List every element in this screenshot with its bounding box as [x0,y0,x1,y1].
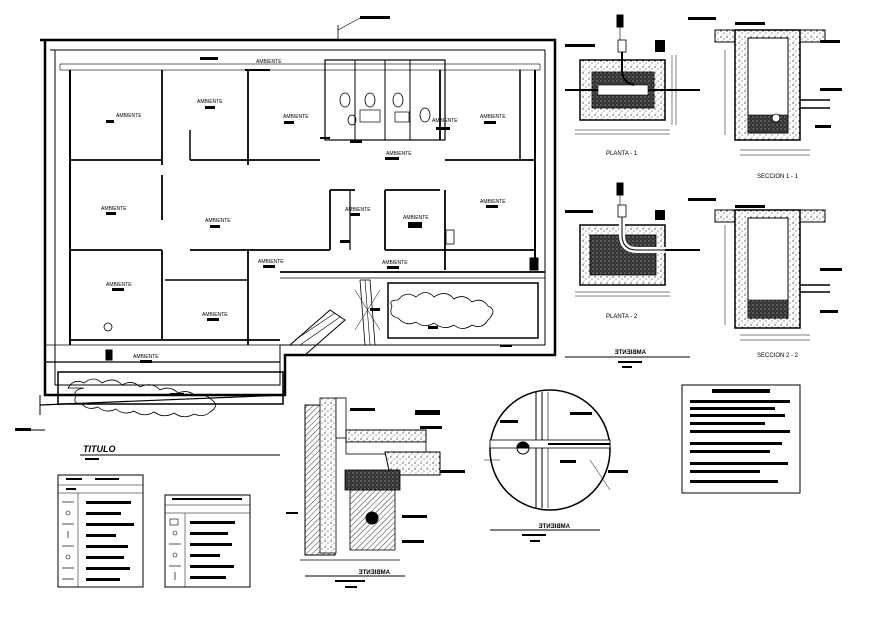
planta-1-caption: PLANTA - 1 [606,151,638,157]
room-label: AMBIENTE [133,354,159,360]
seccion-2-detail [688,198,842,341]
room-label: AMBIENTE [403,215,429,221]
planta-2-detail [565,182,700,297]
room-label: AMBIENTE [432,118,458,124]
svg-text:AMBIENTE: AMBIENTE [539,524,570,530]
seccion-2-caption: SECCION 2 - 2 [757,353,799,359]
planta-2-caption: PLANTA - 2 [606,314,638,320]
notes-box [681,384,801,494]
planta-1-detail [565,14,700,135]
room-label: AMBIENTE [382,260,408,266]
mirrored-caption-1: AMBIENTE [565,350,690,368]
seccion-1-caption: SECCION 1 - 1 [757,174,799,180]
mirrored-caption-3: AMBIENTE [490,524,600,542]
room-label: AMBIENTE [205,218,231,224]
room-label: AMBIENTE [202,312,228,318]
floor-plan [15,17,557,431]
room-label: AMBIENTE [480,114,506,120]
room-labels: AMBIENTE AMBIENTE AMBIENTE AMBIENTE AMBI… [101,59,506,360]
room-label: AMBIENTE [480,199,506,205]
room-label: AMBIENTE [101,206,127,212]
seccion-1-detail [688,17,842,156]
room-label: AMBIENTE [256,59,282,65]
title-block: TITULO [80,444,280,460]
room-label: AMBIENTE [116,113,142,119]
mirrored-caption-2: AMBIENTE [305,570,405,588]
room-label: AMBIENTE [345,207,371,213]
circle-pipe-detail [484,389,628,511]
room-label: AMBIENTE [106,282,132,288]
plan-annotation-marks [15,16,512,431]
svg-text:AMBIENTE: AMBIENTE [359,570,390,576]
room-label: AMBIENTE [386,151,412,157]
svg-text:AMBIENTE: AMBIENTE [615,350,646,356]
room-label: AMBIENTE [258,259,284,265]
legend-table-2 [164,494,251,588]
title-text: TITULO [83,444,116,454]
room-label: AMBIENTE [197,99,223,105]
wall-section-detail [286,397,465,561]
legend-table-1 [57,474,144,588]
room-label: AMBIENTE [283,114,309,120]
